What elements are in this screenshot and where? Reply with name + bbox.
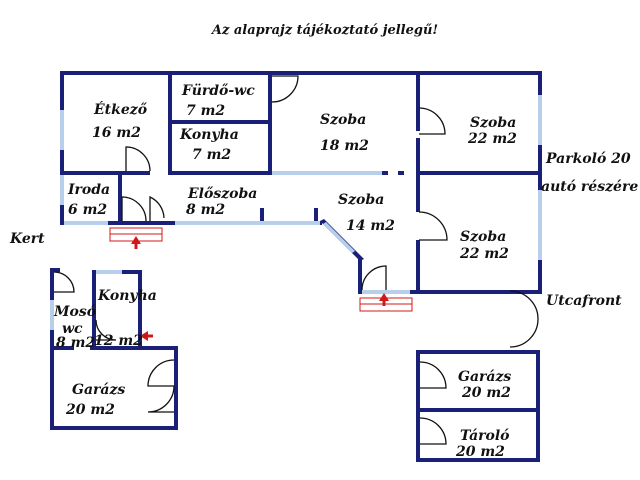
wall-konyha-szoba (268, 71, 272, 175)
wall-stub-hall (260, 208, 264, 221)
wall-stub-2 (398, 171, 404, 175)
room-moso-area: 8 m2 (56, 335, 95, 351)
entrance-arrow-1 (131, 236, 141, 244)
room-labels: Étkező 16 m2 Fürdő-wc 7 m2 Konyha 7 m2 S… (53, 83, 517, 460)
room-szoba22b-name: Szoba (460, 229, 506, 245)
room-iroda-area: 6 m2 (68, 202, 107, 218)
room-etkezo-name: Étkező (93, 100, 148, 118)
door-etkezo (125, 146, 151, 172)
entrance-arrow-3 (140, 331, 148, 341)
wall-stub-hall-2 (314, 208, 318, 221)
door-garazs1-bottom (147, 385, 175, 413)
door-tarolo (419, 417, 447, 445)
door-szoba22a (418, 107, 446, 135)
door-iroda (121, 196, 147, 222)
window-right-1 (538, 95, 542, 145)
entrance-steps-north (109, 227, 163, 249)
door-furdo (271, 75, 299, 103)
room-garazs2-name: Garázs (458, 369, 511, 385)
door-moso (53, 271, 75, 293)
door-entrance (361, 265, 387, 291)
room-furdo-area: 7 m2 (186, 103, 225, 119)
main-house-doors (121, 75, 448, 291)
room-moso-name-2: wc (62, 321, 83, 337)
door-konyha2 (95, 319, 117, 341)
glass-partition (272, 171, 382, 175)
room-konyha2-name: Konyha (97, 288, 157, 304)
entrance-arrow-2 (379, 293, 389, 301)
room-furdo-name: Fürdő-wc (181, 83, 255, 99)
wall-furdo-konyha (168, 120, 272, 124)
left-outbuilding-walls (50, 268, 178, 430)
wall-iroda-eloszoba (118, 175, 122, 221)
main-house-walls (60, 71, 542, 294)
wall-konyha-eloszoba (168, 171, 272, 175)
room-moso-name: Mosó (53, 304, 96, 320)
room-konyha1-area: 7 m2 (192, 147, 231, 163)
room-szoba22b-area: 22 m2 (459, 246, 509, 262)
room-eloszoba-name: Előszoba (187, 186, 257, 202)
wall-bottom-right (358, 290, 542, 294)
room-garazs1-name: Garázs (72, 382, 125, 398)
door-garazs1-top (147, 359, 175, 387)
room-etkezo-area: 16 m2 (92, 125, 141, 141)
window-bottom-2 (175, 221, 320, 225)
room-szoba18-name: Szoba (320, 112, 366, 128)
wall-szoba22-divider (416, 171, 542, 175)
window-left-2 (60, 175, 64, 205)
wall-entrance-left (358, 258, 362, 294)
door-garazs2 (419, 361, 447, 389)
room-garazs2-area: 20 m2 (461, 385, 511, 401)
street-gate (509, 290, 539, 348)
label-kert: Kert (9, 231, 45, 247)
room-iroda-name: Iroda (67, 182, 110, 198)
plan-title: Az alaprajz tájékoztató jellegű! (210, 23, 438, 38)
room-szoba14-area: 14 m2 (346, 218, 395, 234)
wall-stub-1 (382, 171, 388, 175)
wall-top (60, 71, 542, 75)
window-entrance (362, 290, 410, 294)
entrance-steps-south (359, 293, 413, 312)
window-left-1 (60, 110, 64, 150)
wall-etkezo-iroda (64, 171, 150, 175)
label-parkolo-1: Parkoló 20 (545, 151, 631, 167)
room-szoba22a-area: 22 m2 (467, 131, 517, 147)
wall-szoba14-szoba22-bottom (416, 240, 420, 294)
room-szoba14-name: Szoba (338, 192, 384, 208)
room-tarolo-area: 20 m2 (455, 444, 505, 460)
wall-szoba18-szoba22-top (416, 71, 420, 131)
room-konyha2-area: 12 m2 (94, 333, 143, 349)
door-eloszoba (149, 195, 165, 221)
window-right-2 (538, 190, 542, 260)
label-utcafront: Utcafront (546, 293, 622, 309)
room-garazs1-area: 20 m2 (65, 402, 115, 418)
right-outbuilding-walls (416, 350, 540, 462)
wall-right (538, 71, 542, 291)
window-bottom-1 (64, 221, 108, 225)
window-diagonal (323, 222, 355, 253)
room-konyha1-name: Konyha (179, 127, 239, 143)
wall-szoba18-szoba22-mid (416, 138, 420, 212)
room-tarolo-name: Tároló (460, 428, 510, 444)
label-parkolo-2: autó részére (541, 179, 638, 195)
room-szoba18-area: 18 m2 (320, 138, 369, 154)
room-eloszoba-area: 8 m2 (186, 202, 225, 218)
outside-labels: Kert Parkoló 20 autó részére Utcafront (9, 151, 638, 309)
room-szoba22a-name: Szoba (470, 115, 516, 131)
door-szoba22b (418, 211, 448, 241)
